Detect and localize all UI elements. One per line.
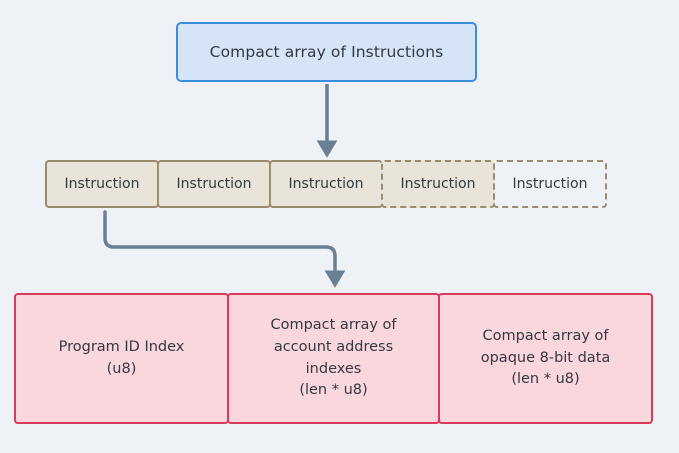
field-cell-account-address-indexes: Compact array of account address indexes… [227, 293, 440, 424]
field-line: account address [273, 338, 394, 355]
instruction-cell-label: Instruction [176, 176, 252, 192]
field-line: (len * u8) [511, 371, 580, 388]
instruction-cell-1: Instruction [45, 160, 159, 208]
field-line: (len * u8) [299, 382, 368, 399]
instruction-cell-5: Instruction [493, 160, 607, 208]
instruction-cell-label: Instruction [400, 176, 476, 192]
field-line: Compact array of [270, 317, 397, 333]
field-line: Compact array of [482, 327, 609, 344]
compact-array-of-instructions-box: Compact array of Instructions [176, 22, 477, 82]
field-line: opaque 8-bit data [480, 349, 611, 366]
arrow-instruction-to-fields-row [103, 210, 346, 288]
field-line: indexes [305, 360, 362, 377]
instruction-cell-label: Instruction [288, 176, 364, 192]
instruction-cell-3: Instruction [269, 160, 383, 208]
instruction-row: Instruction Instruction Instruction Inst… [45, 160, 607, 208]
field-line: Program ID Index [58, 338, 185, 355]
field-line: (u8) [106, 360, 137, 377]
instruction-fields-row: Program ID Index (u8) Compact array of a… [14, 293, 653, 424]
field-cell-program-id-index: Program ID Index (u8) [14, 293, 229, 424]
instruction-cell-label: Instruction [64, 176, 140, 192]
instruction-cell-4: Instruction [381, 160, 495, 208]
top-box-label: Compact array of Instructions [209, 43, 444, 61]
instruction-cell-2: Instruction [157, 160, 271, 208]
field-cell-opaque-8bit-data: Compact array of opaque 8-bit data (len … [438, 293, 653, 424]
instruction-cell-label: Instruction [512, 176, 588, 192]
